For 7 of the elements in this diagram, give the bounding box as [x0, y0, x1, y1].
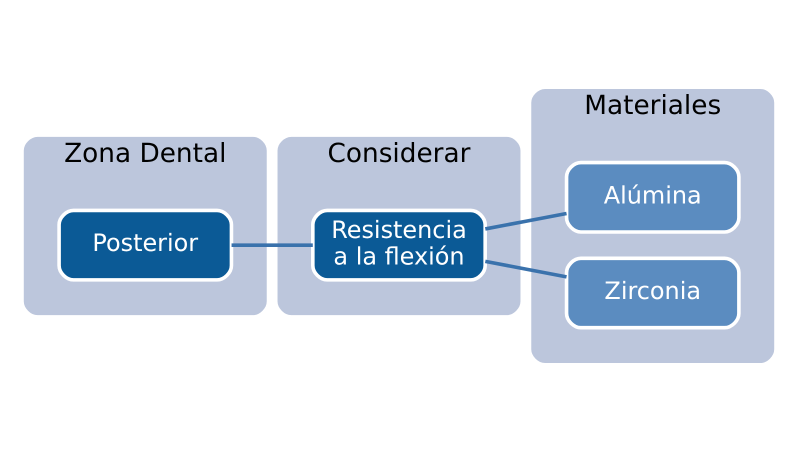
node-box: Posterior: [57, 208, 234, 282]
node-box: Alúmina: [564, 160, 741, 234]
connector: [484, 259, 567, 278]
connector: [232, 242, 313, 246]
connector: [484, 211, 567, 230]
node-box: Zirconia: [564, 256, 741, 330]
node-box: Resistencia a la flexión: [311, 208, 487, 282]
